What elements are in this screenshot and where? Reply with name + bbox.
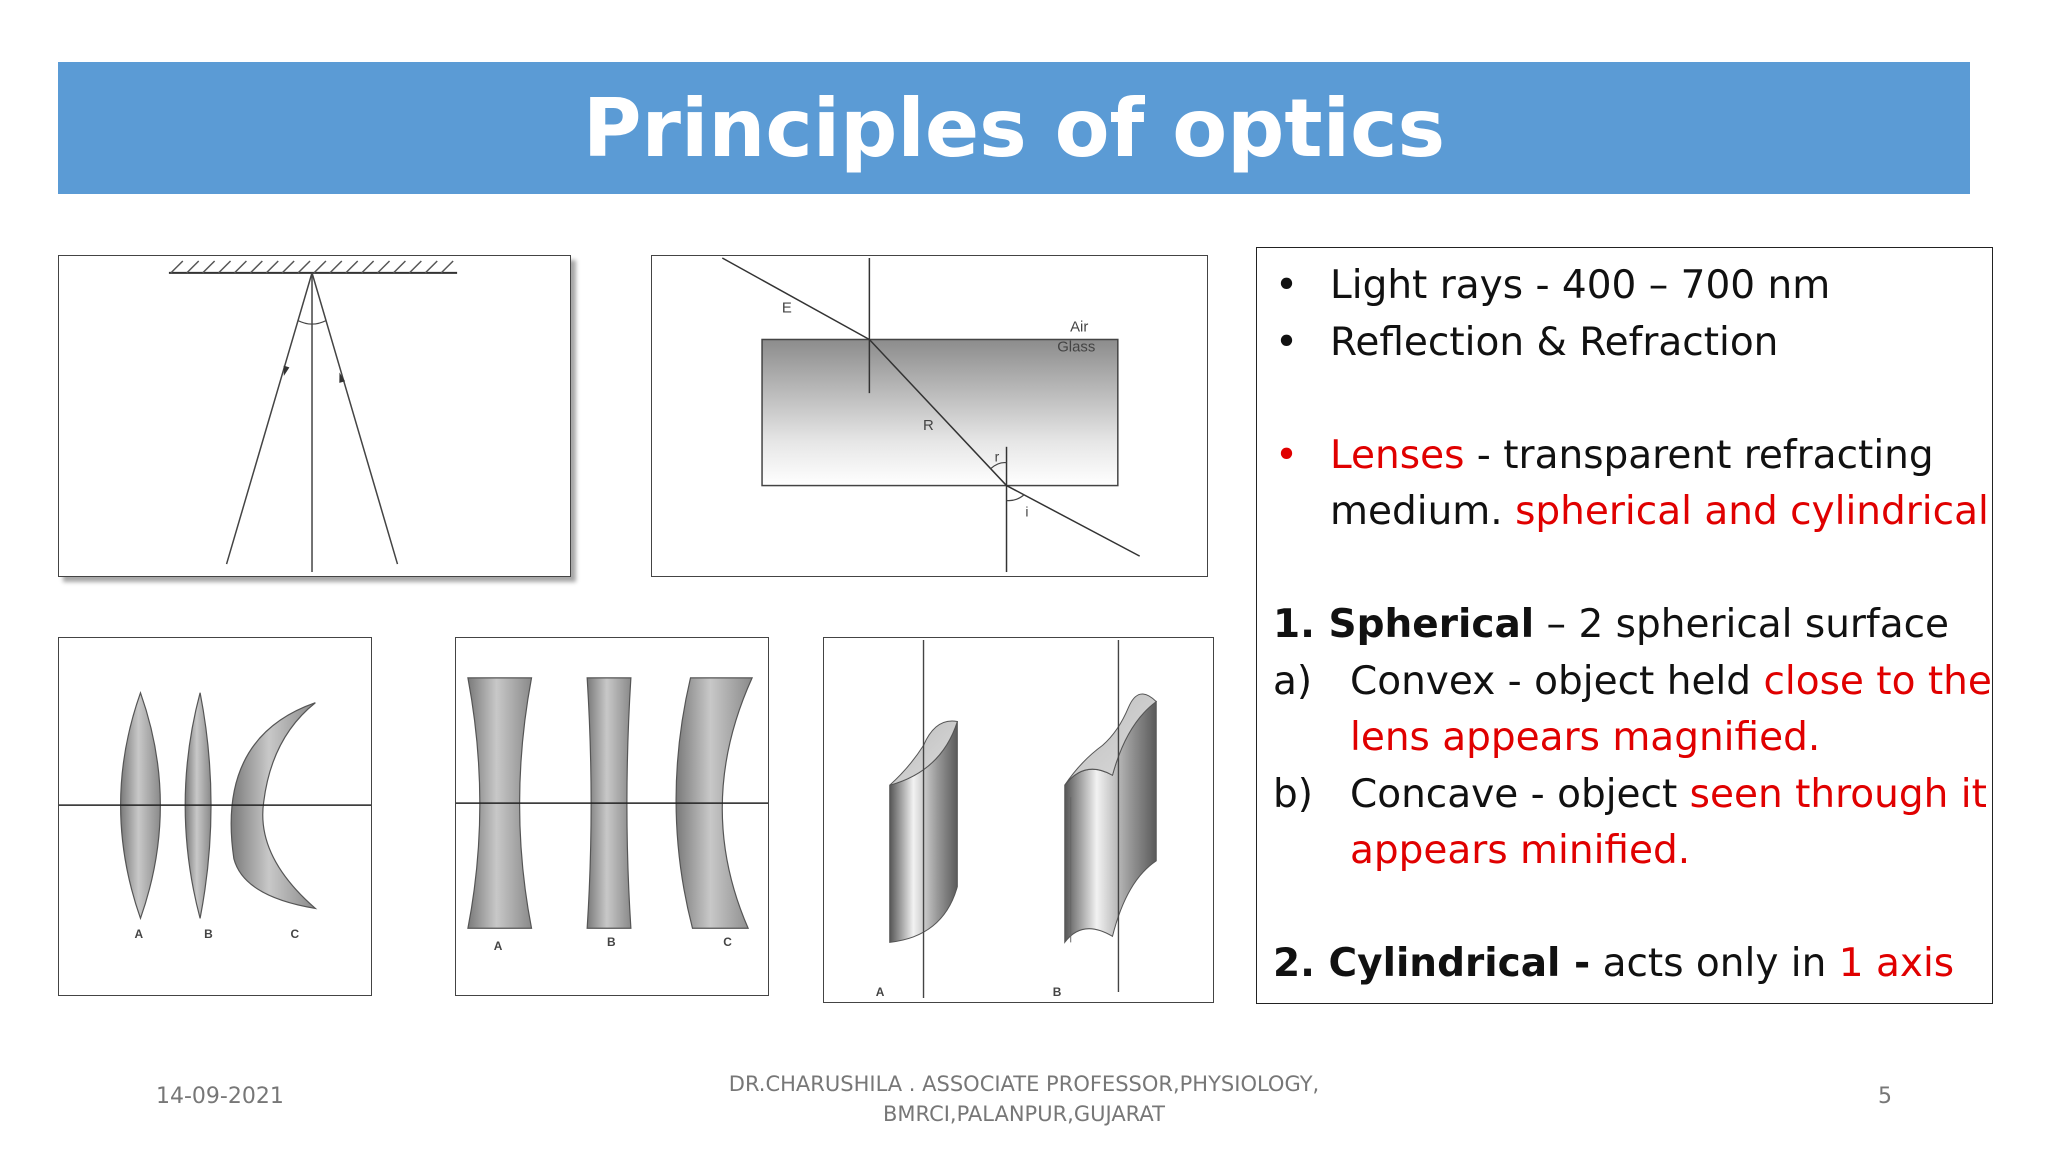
label-air: Air [1070, 320, 1088, 336]
lenses-highlight: spherical and cylindrical [1515, 489, 1989, 534]
bullet-reflection: • Reflection & Refraction [1273, 315, 1978, 372]
lenses-line2-text: medium. [1330, 489, 1516, 534]
cylindrical-lenses-diagram: A B [823, 637, 1214, 1003]
concave-highlight-1: seen through it [1689, 771, 1987, 817]
title-bar: Principles of optics [58, 62, 1970, 194]
spacer [1273, 880, 1978, 937]
spacer [1273, 541, 1978, 598]
label-i-angle: i [1025, 503, 1028, 519]
concave-item: b) Concave - object seen through it [1273, 767, 1987, 824]
concave-lenses-diagram: A B C [455, 637, 769, 996]
cyl-label-a: A [876, 985, 885, 999]
bullet-light-rays: • Light rays - 400 – 700 nm [1273, 258, 1978, 315]
convex-highlight-2: lens appears magnified. [1350, 715, 1821, 760]
bullet-text: Reflection & Refraction [1330, 319, 1779, 365]
concave-label-c: C [723, 935, 732, 949]
label-glass: Glass [1057, 339, 1095, 355]
lenses-text: - transparent refracting [1464, 432, 1934, 478]
concave-lenses-svg: A B C [456, 677, 768, 953]
spherical-label: 1. Spherical [1273, 602, 1535, 647]
slide-title: Principles of optics [582, 81, 1446, 175]
content-textbox: • Light rays - 400 – 700 nm • Reflection… [1256, 247, 1993, 1004]
convex-label-b: B [204, 927, 213, 941]
cylindrical-heading: 2. Cylindrical - acts only in 1 axis [1273, 936, 1978, 993]
convex-text: Convex - object held [1350, 658, 1764, 704]
label-r-angle: r [995, 449, 1000, 465]
refraction-svg: E R Air Glass r i [721, 257, 1141, 573]
concave-marker: b) [1273, 771, 1313, 817]
refraction-diagram: E R Air Glass r i [651, 255, 1208, 577]
cylindrical-label: 2. Cylindrical - [1273, 941, 1591, 986]
cyl-label-b: B [1053, 985, 1062, 999]
concave-text: Concave - object [1350, 771, 1690, 817]
convex-item-line2: lens appears magnified. [1273, 710, 1978, 767]
spherical-heading: 1. Spherical – 2 spherical surface [1273, 597, 1978, 654]
footer-date: 14-09-2021 [156, 1084, 284, 1109]
convex-label-a: A [135, 927, 144, 941]
cylindrical-highlight: 1 axis [1838, 941, 1955, 986]
page-number: 5 [1878, 1084, 1892, 1109]
bullet-marker: • [1275, 263, 1299, 308]
cylindrical-lenses-svg: A B [876, 639, 1158, 999]
bullet-text: Light rays - 400 – 700 nm [1330, 263, 1831, 308]
footer-author-line2: BMRCI,PALANPUR,GUJARAT [883, 1102, 1165, 1126]
lenses-line2: medium. spherical and cylindrical [1273, 484, 1989, 541]
convex-marker: a) [1273, 658, 1313, 704]
convex-label-c: C [291, 927, 300, 941]
bullet-marker: • [1275, 319, 1299, 365]
concave-item-line2: appears minified. [1273, 823, 1978, 880]
convex-item: a) Convex - object held close to the [1273, 654, 1992, 711]
spacer [1273, 371, 1978, 428]
concave-label-a: A [494, 939, 503, 953]
reflection-diagram [58, 255, 571, 577]
bullet-marker: • [1275, 432, 1299, 478]
convex-highlight-1: close to the [1763, 658, 1992, 704]
footer-author: DR.CHARUSHILA . ASSOCIATE PROFESSOR,PHYS… [680, 1069, 1368, 1129]
convex-lenses-diagram: A B C [58, 637, 372, 996]
bullet-lenses: • Lenses - transparent refracting [1273, 428, 1978, 485]
cylindrical-text: acts only in [1590, 941, 1839, 986]
concave-highlight-2: appears minified. [1350, 828, 1691, 873]
footer-author-line1: DR.CHARUSHILA . ASSOCIATE PROFESSOR,PHYS… [728, 1072, 1320, 1096]
label-r-ray: R [923, 418, 934, 434]
spherical-text: – 2 spherical surface [1534, 602, 1950, 647]
convex-lenses-svg: A B C [59, 691, 371, 941]
label-e: E [782, 301, 792, 317]
reflection-svg [168, 260, 458, 573]
concave-label-b: B [607, 935, 616, 949]
lenses-label: Lenses [1330, 432, 1465, 478]
